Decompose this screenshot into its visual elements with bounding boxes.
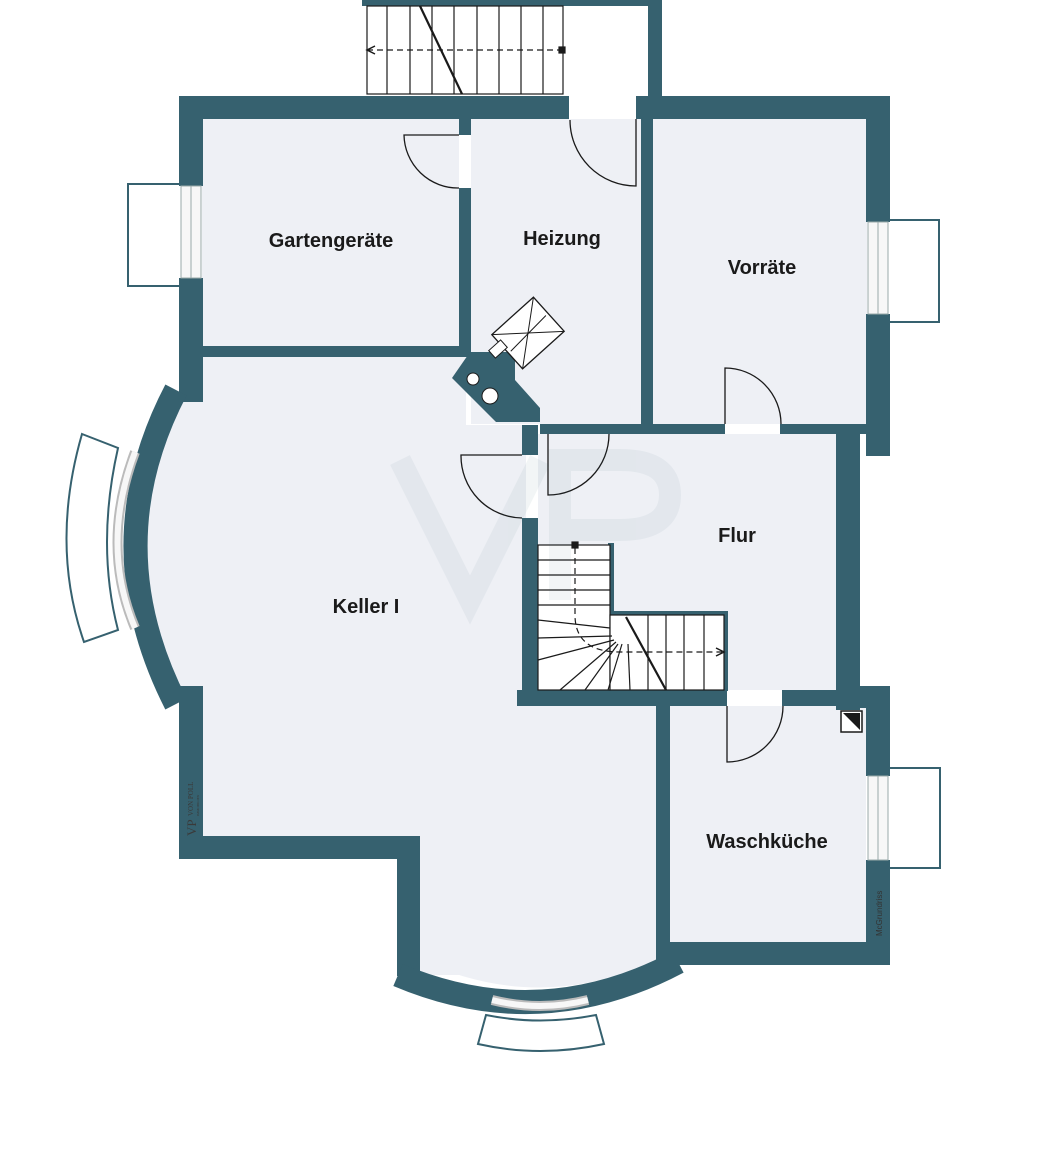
wall-garten-heizung-a: [459, 119, 471, 135]
wall-right-lower-b: [866, 860, 890, 964]
door-vorraete: [724, 367, 782, 425]
floor-keller: [160, 357, 656, 975]
floor-waschkueche: [668, 706, 866, 942]
wall-flur-wasch: [782, 690, 866, 706]
wall-garten-heizung-b: [459, 188, 471, 357]
floor-areas: [140, 119, 867, 988]
wall-right-mid: [836, 430, 860, 710]
wall-right-upper-a: [866, 96, 890, 222]
wall-left-lower: [179, 686, 203, 858]
wall-right-upper-b: [866, 314, 890, 456]
door-heizung: [569, 119, 637, 187]
room-label-vorraete: Vorräte: [728, 257, 797, 279]
walls: [123, 0, 890, 1015]
stairs-upper: [365, 5, 566, 95]
wall-vorraete-bottom-b: [780, 424, 866, 434]
room-label-waschkueche: Waschküche: [706, 831, 828, 853]
wall-keller-wasch-top: [517, 690, 727, 706]
window-wasch-right: [867, 767, 941, 869]
floor-keller-bay-bottom: [420, 930, 656, 988]
wall-right-lower-a: [866, 686, 890, 776]
wall-keller-right-lower: [656, 700, 670, 965]
watermark: [390, 449, 682, 625]
wall-keller-flur-b: [522, 518, 538, 690]
wall-heizung-bottom: [540, 424, 641, 434]
logo-mark: VP: [184, 819, 199, 836]
wall-garten-bottom: [179, 346, 467, 357]
heating-unit: [488, 296, 566, 370]
wall-stair-top: [362, 0, 662, 6]
logo-tagline: IMMOBILIEN: [196, 794, 200, 816]
door-waschkueche: [726, 705, 784, 763]
windows: [65, 183, 941, 1052]
window-keller-bay-bottom: [476, 995, 606, 1052]
wall-waschkueche-bottom: [656, 942, 890, 965]
wall-stair-inner-vert: [608, 543, 614, 617]
floor-vorraete: [653, 119, 867, 424]
window-vorraete-right: [867, 219, 940, 323]
doors: [403, 119, 784, 763]
chimney-block: [452, 352, 540, 422]
door-garten: [403, 134, 460, 189]
shaft: [840, 710, 863, 733]
wall-vorraete-bottom-a: [641, 424, 725, 434]
logo-name: VON POLL: [187, 782, 195, 816]
door-keller-flur: [460, 454, 523, 519]
wall-top-right: [636, 96, 890, 119]
window-garten-left: [127, 183, 202, 287]
wall-top-left: [179, 96, 569, 119]
window-keller-bay-left: [65, 432, 140, 644]
wall-heizung-vorraete: [641, 119, 653, 434]
stairs-lower: [537, 541, 726, 691]
door-heizung-flur: [547, 433, 610, 496]
wall-left-upper-a: [179, 96, 203, 186]
wall-stair-right: [722, 611, 728, 691]
room-label-heizung: Heizung: [523, 228, 601, 250]
von-poll-logo: VP VON POLL IMMOBILIEN: [184, 782, 200, 836]
wall-keller-flur-a: [522, 425, 538, 455]
wall-left-bay: [123, 384, 187, 710]
mcgrundriss-credit: McGrundriss: [875, 891, 884, 936]
wall-left-upper-b: [179, 278, 203, 402]
wall-stair-inner-horz: [608, 611, 726, 617]
room-label-gartengeraete: Gartengeräte: [269, 230, 394, 252]
floor-gartengeraete: [202, 119, 459, 346]
wall-stair-right: [648, 0, 662, 96]
wall-keller-step: [397, 836, 420, 976]
wall-keller-bottom-left: [179, 836, 419, 859]
room-label-flur: Flur: [718, 525, 756, 547]
room-label-keller: Keller I: [333, 596, 400, 618]
chimney-flues: [466, 372, 499, 405]
